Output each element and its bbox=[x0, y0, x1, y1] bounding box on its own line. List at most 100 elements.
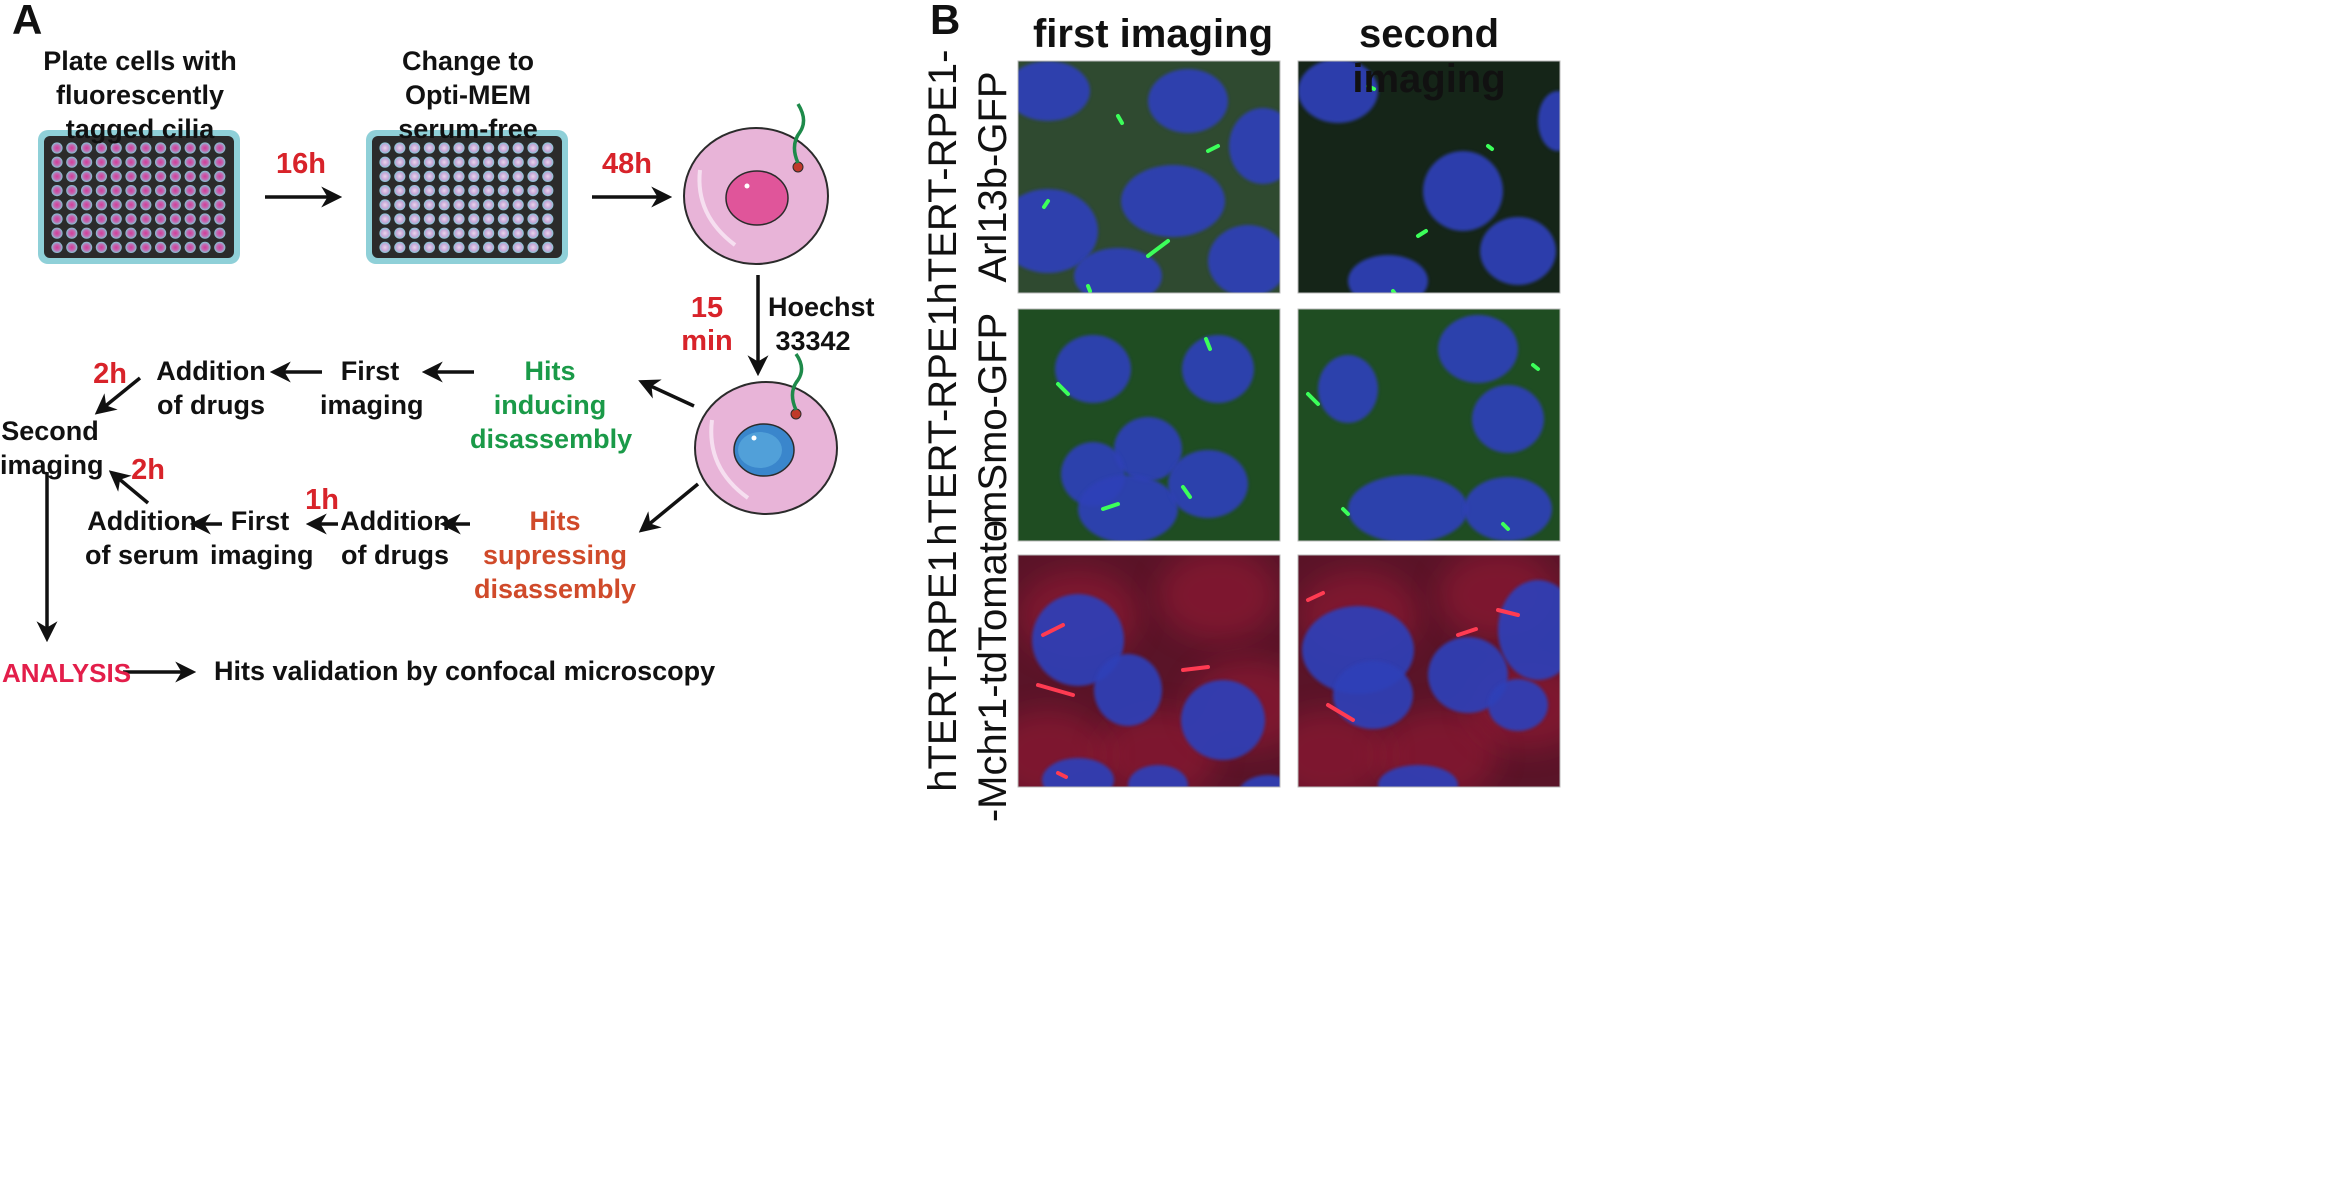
well bbox=[423, 185, 435, 197]
well bbox=[169, 213, 181, 225]
hoechst-label: Hoechst 33342 bbox=[768, 292, 875, 356]
well bbox=[110, 142, 122, 154]
well bbox=[379, 142, 391, 154]
well bbox=[125, 142, 137, 154]
micrograph-tile bbox=[1017, 60, 1281, 294]
first-imaging-top-label: First imaging bbox=[320, 356, 424, 420]
well bbox=[184, 227, 196, 239]
well bbox=[140, 142, 152, 154]
well bbox=[51, 199, 63, 211]
well bbox=[409, 156, 421, 168]
well bbox=[468, 241, 480, 253]
well bbox=[184, 241, 196, 253]
well bbox=[394, 227, 406, 239]
well bbox=[81, 199, 93, 211]
well bbox=[81, 156, 93, 168]
well bbox=[95, 170, 107, 182]
well bbox=[169, 241, 181, 253]
well bbox=[51, 170, 63, 182]
well bbox=[110, 185, 122, 197]
well bbox=[453, 156, 465, 168]
well bbox=[542, 185, 554, 197]
micrograph-tile bbox=[1017, 554, 1281, 788]
well bbox=[110, 156, 122, 168]
well bbox=[409, 241, 421, 253]
well bbox=[155, 199, 167, 211]
time-15min: 15 min bbox=[681, 292, 733, 357]
well bbox=[199, 213, 211, 225]
well bbox=[95, 199, 107, 211]
well bbox=[468, 199, 480, 211]
well bbox=[542, 170, 554, 182]
well bbox=[155, 170, 167, 182]
well bbox=[438, 213, 450, 225]
well bbox=[497, 185, 509, 197]
well bbox=[468, 142, 480, 154]
plate-2-label: Change to Opti-MEM serum-free bbox=[398, 46, 538, 144]
panel-label-a: A bbox=[12, 0, 43, 43]
well bbox=[379, 227, 391, 239]
well bbox=[453, 213, 465, 225]
micrograph-tile bbox=[1297, 554, 1561, 788]
well bbox=[497, 241, 509, 253]
well bbox=[527, 241, 539, 253]
cilium bbox=[1056, 771, 1068, 779]
well bbox=[66, 142, 78, 154]
arrow-to-inducing bbox=[638, 379, 695, 408]
well bbox=[527, 142, 539, 154]
well bbox=[527, 199, 539, 211]
well bbox=[110, 170, 122, 182]
well bbox=[140, 199, 152, 211]
time-2h-bottom: 2h bbox=[131, 454, 165, 486]
cilium bbox=[1041, 623, 1065, 637]
well bbox=[438, 199, 450, 211]
well bbox=[66, 199, 78, 211]
well bbox=[169, 142, 181, 154]
cilium bbox=[1146, 239, 1170, 258]
well bbox=[423, 227, 435, 239]
well bbox=[468, 185, 480, 197]
well bbox=[512, 227, 524, 239]
analysis-label: ANALYSIS bbox=[2, 658, 132, 688]
well bbox=[483, 185, 495, 197]
well bbox=[81, 142, 93, 154]
time-1h: 1h bbox=[305, 484, 339, 516]
well bbox=[409, 227, 421, 239]
well bbox=[125, 199, 137, 211]
well bbox=[95, 156, 107, 168]
well bbox=[542, 213, 554, 225]
well bbox=[409, 142, 421, 154]
cilium bbox=[1181, 485, 1192, 499]
well bbox=[453, 227, 465, 239]
well bbox=[438, 241, 450, 253]
well bbox=[542, 199, 554, 211]
well bbox=[66, 213, 78, 225]
well bbox=[184, 185, 196, 197]
well bbox=[438, 227, 450, 239]
well bbox=[214, 213, 226, 225]
well bbox=[140, 227, 152, 239]
cilium bbox=[1181, 665, 1210, 672]
well bbox=[394, 185, 406, 197]
well bbox=[497, 199, 509, 211]
well bbox=[453, 142, 465, 154]
well bbox=[394, 170, 406, 182]
well bbox=[512, 213, 524, 225]
well bbox=[438, 185, 450, 197]
cilium bbox=[1042, 199, 1050, 209]
well bbox=[169, 227, 181, 239]
well bbox=[214, 199, 226, 211]
well bbox=[497, 142, 509, 154]
cilium bbox=[1206, 144, 1220, 153]
well bbox=[512, 241, 524, 253]
well bbox=[169, 170, 181, 182]
well bbox=[468, 170, 480, 182]
well bbox=[483, 213, 495, 225]
well bbox=[409, 185, 421, 197]
well bbox=[512, 142, 524, 154]
well bbox=[155, 142, 167, 154]
validation-label: Hits validation by confocal microscopy bbox=[214, 656, 716, 686]
well bbox=[214, 241, 226, 253]
cilium bbox=[1341, 507, 1350, 516]
